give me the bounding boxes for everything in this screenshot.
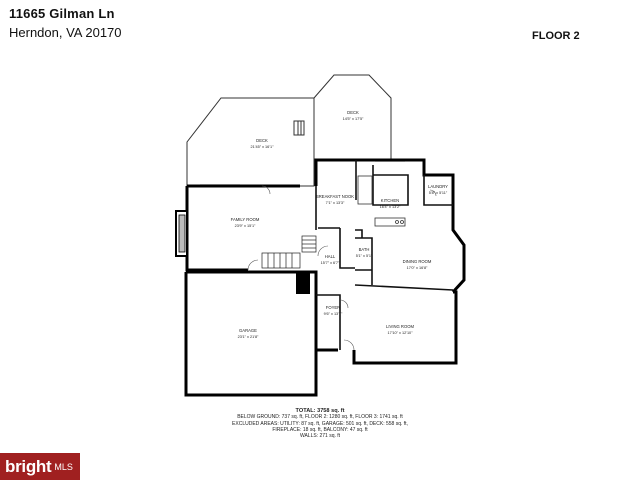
room-deck-right-name: DECK: [347, 110, 359, 115]
room-kitchen-name: KITCHEN: [381, 198, 399, 203]
bright-mls-logo: bright MLS: [0, 453, 80, 480]
room-living-room-dims: 17'10" x 12'10": [387, 331, 413, 335]
room-bath-dims: 5'1" x 5'1": [356, 254, 373, 258]
room-hall-name: HALL: [325, 254, 336, 259]
floor-label: FLOOR 2: [532, 30, 580, 42]
deck-right-outline: [313, 74, 392, 161]
area-breakdown-line-4: WALLS: 271 sq. ft: [299, 433, 341, 440]
windows: [200, 161, 455, 362]
deck-left-outline: [186, 97, 315, 187]
room-garage-dims: 23'1" x 21'8": [238, 335, 259, 339]
room-garage-name: GARAGE: [239, 328, 257, 333]
room-foyer-name: FOYER: [326, 305, 340, 310]
area-breakdown-line-3: FIREPLACE: 18 sq. ft, BALCONY: 47 sq. ft: [272, 426, 368, 433]
area-breakdown-line-2: EXCLUDED AREAS: UTILITY: 87 sq. ft, GARA…: [232, 420, 408, 427]
room-laundry-dims: 5'8" x 5'11": [429, 191, 448, 195]
logo-brand: bright: [5, 456, 52, 476]
garage-pillar: [296, 272, 310, 294]
room-dining-room-dims: 17'0" x 16'8": [407, 266, 428, 270]
room-deck-left-name: DECK: [256, 138, 268, 143]
room-family-room-name: FAMILY ROOM: [231, 217, 260, 222]
address-line-1: 11665 Gilman Ln: [9, 6, 115, 21]
room-foyer-dims: 9'6" x 13'7": [324, 312, 343, 316]
room-breakfast-nook-dims: 7'1" x 13'3": [326, 201, 345, 205]
room-deck-left-dims: 21'45" x 16'1": [251, 145, 275, 149]
address-line-2: Herndon, VA 20170: [9, 25, 122, 40]
room-breakfast-nook-name: BREAKFAST NOOK: [316, 194, 354, 199]
room-labels: DECK 21'45" x 16'1" DECK 14'5" x 17'5" B…: [231, 110, 449, 339]
room-kitchen-dims: 16'4" x 13'2": [380, 205, 401, 209]
room-deck-right-dims: 14'5" x 17'5": [343, 117, 364, 121]
room-family-room-dims: 23'9" x 15'1": [235, 224, 256, 228]
room-laundry-name: LAUNDRY: [428, 184, 448, 189]
door-swings: [247, 185, 437, 351]
area-breakdown-line-1: BELOW GROUND: 737 sq. ft, FLOOR 2: 1280 …: [237, 414, 403, 421]
interior-walls: [315, 160, 454, 350]
stairs: [261, 235, 317, 269]
logo-suffix: MLS: [54, 461, 73, 472]
exterior-walls: [184, 158, 466, 397]
room-dining-room-name: DINING ROOM: [403, 259, 432, 264]
room-living-room-name: LIVING ROOM: [386, 324, 414, 329]
deck-outlines: [186, 74, 392, 187]
room-bath-name: BATH: [359, 247, 370, 252]
area-totals: TOTAL: 3758 sq. ft BELOW GROUND: 737 sq.…: [160, 408, 480, 439]
total-area: TOTAL: 3758 sq. ft: [295, 408, 345, 414]
deck-steps: [293, 120, 305, 136]
room-hall-dims: 15'7" x 6'7": [321, 261, 340, 265]
kitchen-counters: [357, 175, 406, 227]
